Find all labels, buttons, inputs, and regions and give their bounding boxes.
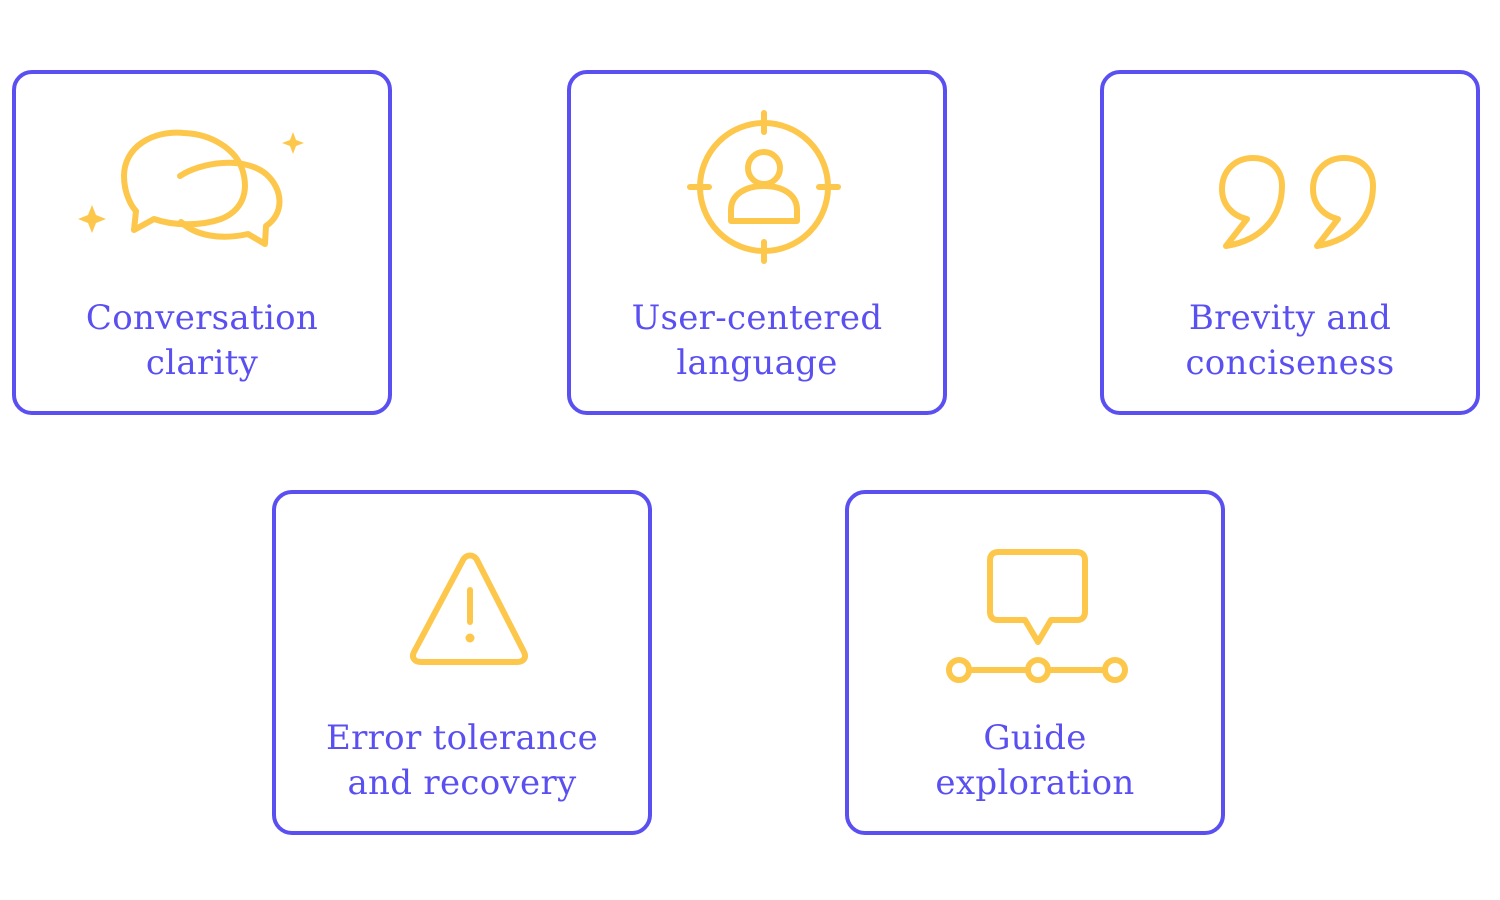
card-guide-exploration: Guide exploration — [845, 490, 1225, 835]
card-error-tolerance-and-recovery: Error tolerance and recovery — [272, 490, 652, 835]
card-label-line2: conciseness — [1185, 343, 1395, 383]
target-user-icon — [571, 74, 943, 294]
card-label: Conversation clarity — [16, 296, 388, 386]
card-label-line2: and recovery — [347, 763, 577, 803]
card-label-line2: exploration — [935, 763, 1135, 803]
card-label: Brevity and conciseness — [1104, 296, 1476, 386]
card-label: Error tolerance and recovery — [276, 716, 648, 806]
card-label-line1: Error tolerance — [325, 718, 599, 758]
card-label-line1: Brevity and — [1188, 298, 1392, 338]
card-label: User-centered language — [571, 296, 943, 386]
card-label-line2: clarity — [145, 343, 259, 383]
card-label-line1: Conversation — [85, 298, 319, 338]
warning-triangle-icon — [276, 494, 648, 714]
card-label: Guide exploration — [849, 716, 1221, 806]
card-conversation-clarity: Conversation clarity — [12, 70, 392, 415]
card-label-line2: language — [676, 343, 838, 383]
card-user-centered-language: User-centered language — [567, 70, 947, 415]
chat-timeline-icon — [849, 494, 1221, 714]
quote-marks-icon — [1104, 74, 1476, 294]
card-label-line1: Guide — [983, 718, 1087, 758]
card-label-line1: User-centered — [631, 298, 883, 338]
card-brevity-and-conciseness: Brevity and conciseness — [1100, 70, 1480, 415]
chat-bubbles-sparkle-icon — [16, 74, 388, 294]
